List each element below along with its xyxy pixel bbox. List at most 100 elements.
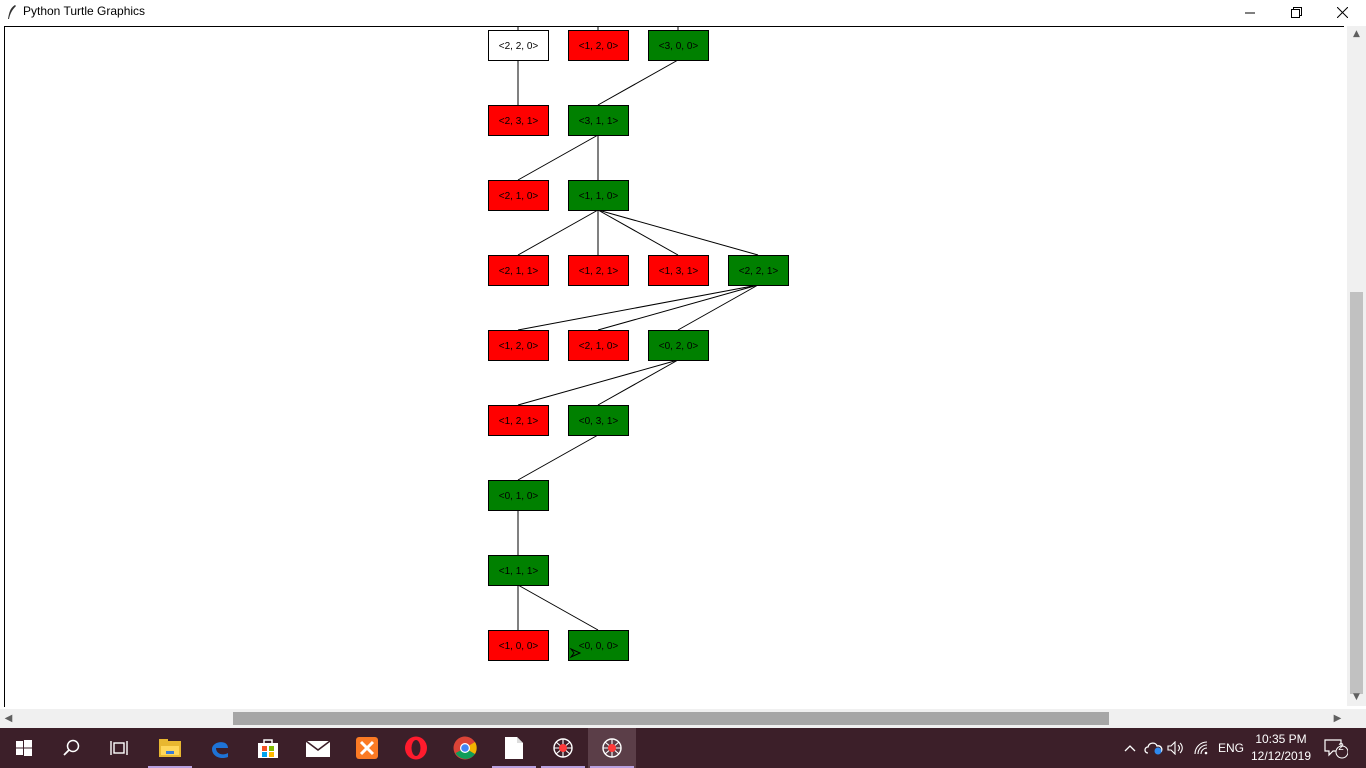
tree-node-label: <0, 0, 0> — [579, 641, 619, 652]
tree-node: <2, 2, 1> — [728, 255, 789, 286]
turtle-app-button-active[interactable] — [588, 728, 636, 768]
turtle-cursor-icon — [569, 647, 582, 659]
tree-node-label: <2, 1, 1> — [499, 266, 539, 277]
tree-node: <2, 2, 0> — [488, 30, 549, 61]
running-indicator — [492, 766, 536, 768]
tree-node-box — [488, 480, 549, 511]
tree-node-label: <2, 1, 0> — [499, 191, 539, 202]
tree-edge — [517, 134, 599, 181]
tree-node: <3, 1, 1> — [568, 105, 629, 136]
tree-edge — [517, 209, 599, 256]
tree-diagram: <2, 2, 0> <1, 2, 0> <3, 0, 0> <2, 3, 1> <3, … — [488, 27, 789, 661]
tree-node-box — [488, 555, 549, 586]
store-button[interactable] — [244, 728, 292, 768]
minimize-button[interactable] — [1227, 0, 1273, 25]
notepad-icon — [505, 737, 523, 759]
horizontal-scroll-thumb[interactable] — [233, 712, 1109, 725]
tree-node: <1, 2, 1> — [568, 255, 629, 286]
tree-node: <1, 2, 0> — [568, 30, 629, 61]
tree-edge — [517, 434, 599, 481]
action-center-button[interactable]: 2 — [1320, 728, 1352, 768]
scroll-left-icon[interactable]: ◀ — [4, 713, 13, 724]
speaker-icon — [1167, 741, 1183, 755]
turtle-app-icon-active — [602, 738, 622, 758]
tree-node-box — [568, 630, 629, 661]
minimize-icon — [1245, 12, 1255, 13]
tree-edge — [597, 209, 759, 256]
tree-edge — [517, 359, 679, 406]
turtle-app-button[interactable] — [539, 728, 587, 768]
tree-node: <1, 2, 1> — [488, 405, 549, 436]
mail-button[interactable] — [294, 728, 342, 768]
running-indicator — [590, 766, 634, 768]
close-icon — [1336, 7, 1348, 18]
language-indicator[interactable]: ENG — [1216, 728, 1246, 768]
cloud-sync-icon — [1144, 742, 1163, 755]
running-indicator — [148, 766, 192, 768]
xampp-button[interactable] — [343, 728, 391, 768]
tree-edge — [597, 209, 679, 256]
vertical-scrollbar[interactable]: ▲ ▼ — [1347, 26, 1366, 706]
edge-button[interactable] — [196, 728, 244, 768]
task-view-icon — [110, 741, 128, 755]
turtle-canvas[interactable]: <2, 2, 0> <1, 2, 0> <3, 0, 0> <2, 3, 1> <3, … — [4, 26, 1344, 707]
tree-node-label: <1, 2, 0> — [579, 41, 619, 52]
scroll-up-icon[interactable]: ▲ — [1353, 29, 1360, 39]
network-button[interactable] — [1192, 728, 1212, 768]
tree-node-box — [568, 180, 629, 211]
mail-icon — [306, 740, 330, 757]
chrome-button[interactable] — [441, 728, 489, 768]
clock[interactable]: 10:35 PM 12/12/2019 — [1244, 731, 1318, 765]
tree-node: <0, 0, 0> — [568, 630, 629, 661]
wifi-icon — [1194, 741, 1208, 755]
volume-button[interactable] — [1166, 728, 1186, 768]
tree-node-box — [488, 405, 549, 436]
tree-node: <2, 1, 0> — [488, 180, 549, 211]
window-title: Python Turtle Graphics — [23, 4, 146, 18]
scroll-right-icon[interactable]: ▶ — [1333, 713, 1342, 724]
tree-node: <1, 1, 1> — [488, 555, 549, 586]
notification-count: 2 — [1338, 742, 1344, 753]
close-button[interactable] — [1319, 0, 1365, 25]
tree-node-box — [648, 30, 709, 61]
scroll-down-icon[interactable]: ▼ — [1353, 692, 1360, 702]
tree-node-box — [488, 30, 549, 61]
tree-node-label: <2, 2, 1> — [739, 266, 779, 277]
tree-node-box — [728, 255, 789, 286]
opera-button[interactable] — [392, 728, 440, 768]
file-explorer-icon — [159, 739, 181, 757]
clock-date: 12/12/2019 — [1250, 749, 1312, 763]
tree-node-box — [648, 330, 709, 361]
tree-node-box — [568, 255, 629, 286]
task-view-button[interactable] — [96, 728, 144, 768]
tree-node: <1, 1, 0> — [568, 180, 629, 211]
running-indicator — [541, 766, 585, 768]
language-label: ENG — [1217, 741, 1244, 755]
show-hidden-icons-button[interactable] — [1120, 728, 1140, 768]
tree-node-label: <1, 2, 1> — [579, 266, 619, 277]
clock-time: 10:35 PM — [1255, 732, 1307, 746]
tree-node-box — [488, 330, 549, 361]
tree-node: <2, 1, 1> — [488, 255, 549, 286]
notepad-button[interactable] — [490, 728, 538, 768]
onedrive-tray-button[interactable] — [1143, 728, 1165, 768]
tree-node-label: <0, 3, 1> — [579, 416, 619, 427]
vertical-scroll-thumb[interactable] — [1350, 292, 1363, 694]
xampp-icon — [356, 737, 378, 759]
restore-button[interactable] — [1273, 0, 1319, 25]
opera-icon — [405, 736, 427, 760]
tree-node-label: <2, 3, 1> — [499, 116, 539, 127]
tree-node-box — [568, 330, 629, 361]
turtle-app-icon — [553, 738, 573, 758]
tree-node: <0, 1, 0> — [488, 480, 549, 511]
tree-node-label: <3, 0, 0> — [659, 41, 699, 52]
search-button[interactable] — [48, 728, 96, 768]
tree-node: <3, 0, 0> — [648, 30, 709, 61]
start-button[interactable] — [0, 728, 48, 768]
tree-node-box — [568, 405, 629, 436]
start-icon — [16, 740, 32, 756]
tree-edge — [517, 584, 599, 631]
edge-icon — [212, 742, 228, 759]
file-explorer-button[interactable] — [146, 728, 194, 768]
horizontal-scrollbar[interactable]: ◀ ▶ — [0, 709, 1347, 728]
